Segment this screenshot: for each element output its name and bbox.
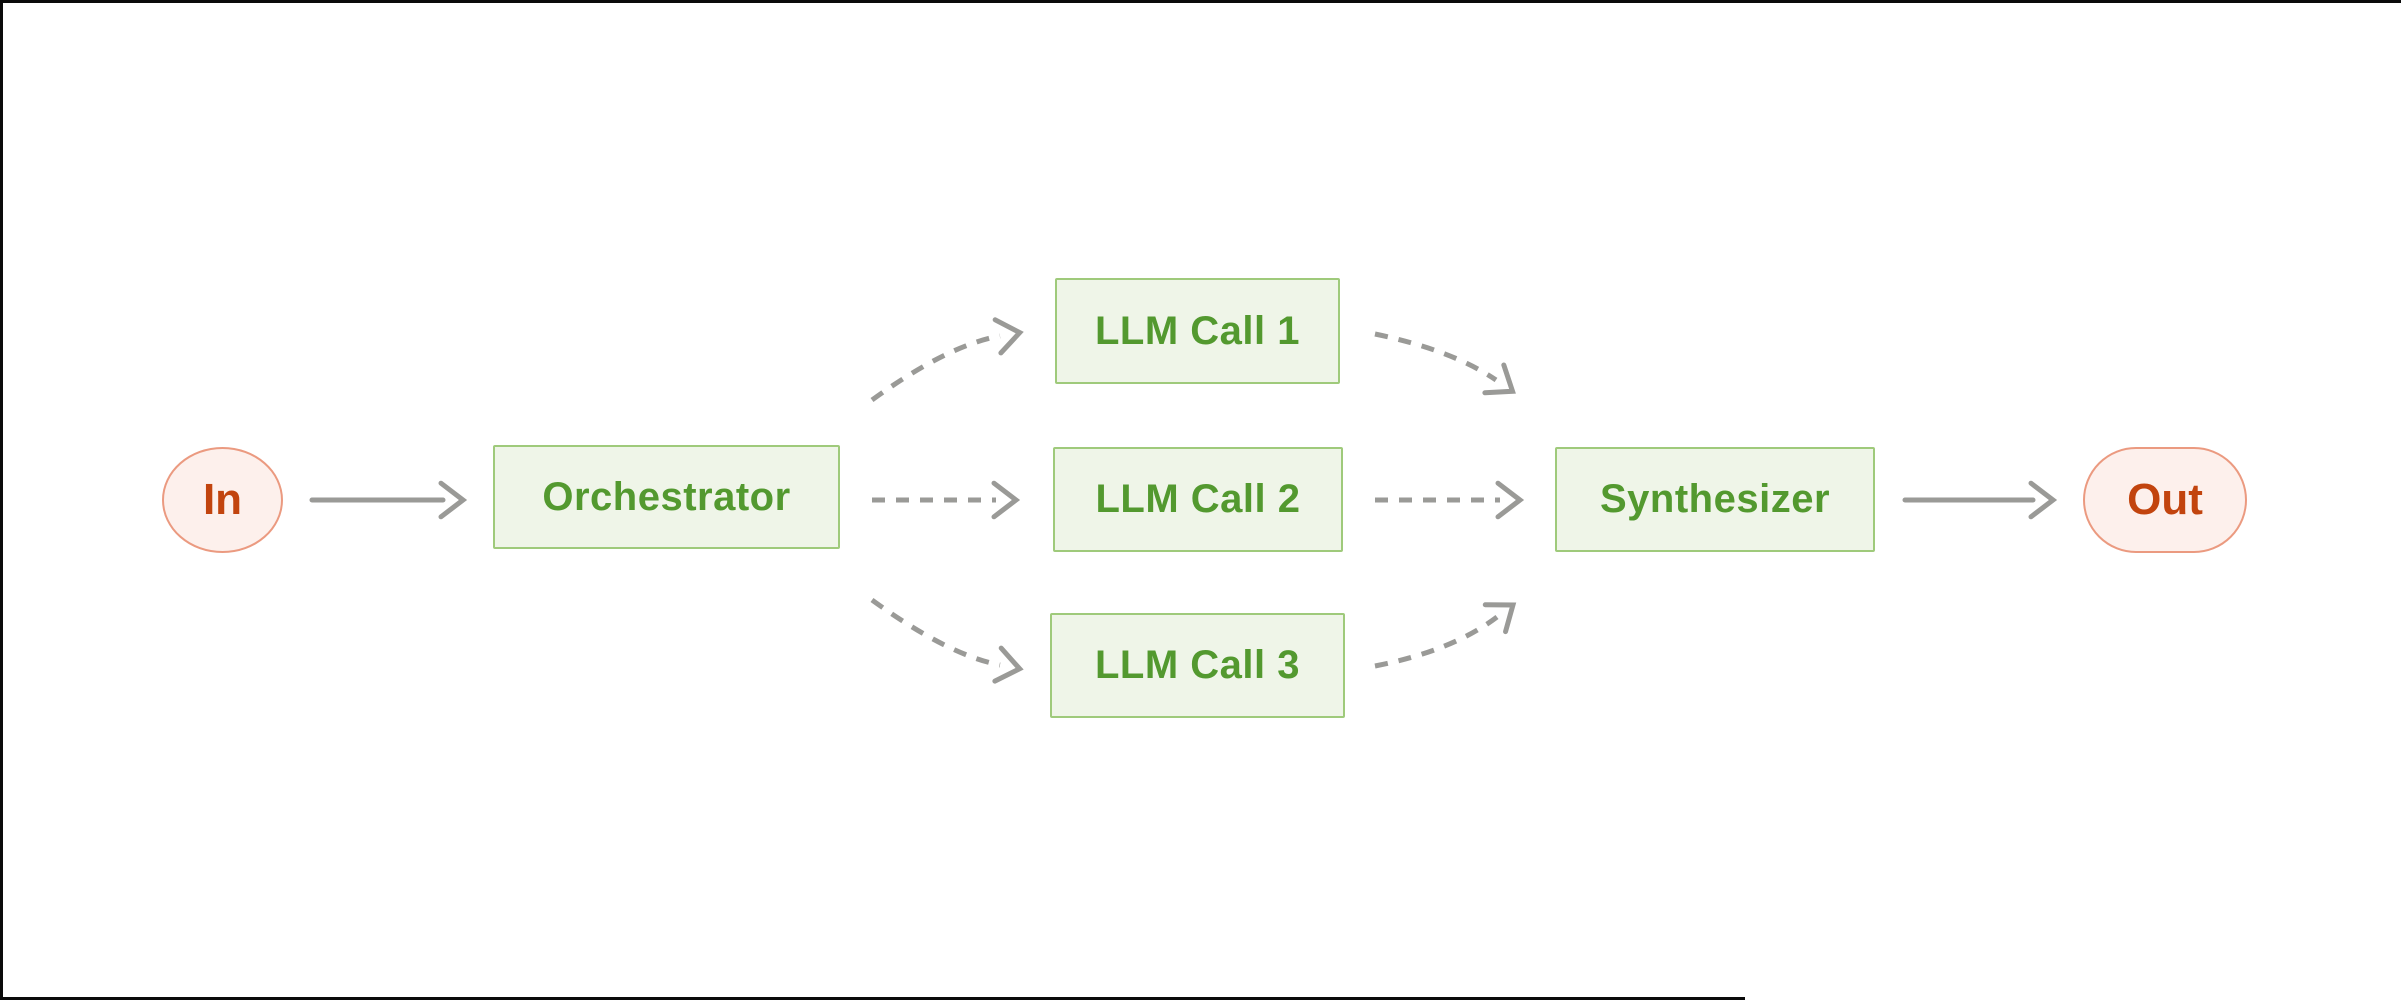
node-llm-call-3-label: LLM Call 3 — [1094, 643, 1301, 687]
node-synthesizer: Synthesizer — [1555, 447, 1875, 552]
edge-llm-call-1-to-synthesizer — [1374, 331, 1516, 396]
frame-border-left — [0, 0, 3, 1000]
node-llm-call-1-label: LLM Call 1 — [1094, 308, 1301, 353]
node-in-label: In — [202, 475, 243, 524]
node-llm-call-1: LLM Call 1 — [1055, 278, 1340, 384]
node-in: In — [162, 447, 283, 553]
frame-border-top — [0, 0, 2401, 3]
node-llm-call-2-label: LLM Call 2 — [1095, 477, 1301, 521]
node-llm-call-3: LLM Call 3 — [1050, 613, 1345, 718]
node-orchestrator: Orchestrator — [493, 445, 840, 549]
edge-llm-call-3-to-synthesizer — [1374, 602, 1517, 669]
edge-orchestrator-to-llm-call-1 — [870, 317, 1024, 403]
node-synthesizer-label: Synthesizer — [1599, 477, 1831, 521]
node-orchestrator-label: Orchestrator — [542, 474, 791, 519]
frame-border-bottom — [0, 997, 1745, 1000]
edge-orchestrator-to-llm-call-3 — [870, 597, 1024, 684]
node-out-label: Out — [2127, 475, 2203, 524]
node-llm-call-2: LLM Call 2 — [1053, 447, 1343, 552]
node-out: Out — [2083, 447, 2247, 553]
